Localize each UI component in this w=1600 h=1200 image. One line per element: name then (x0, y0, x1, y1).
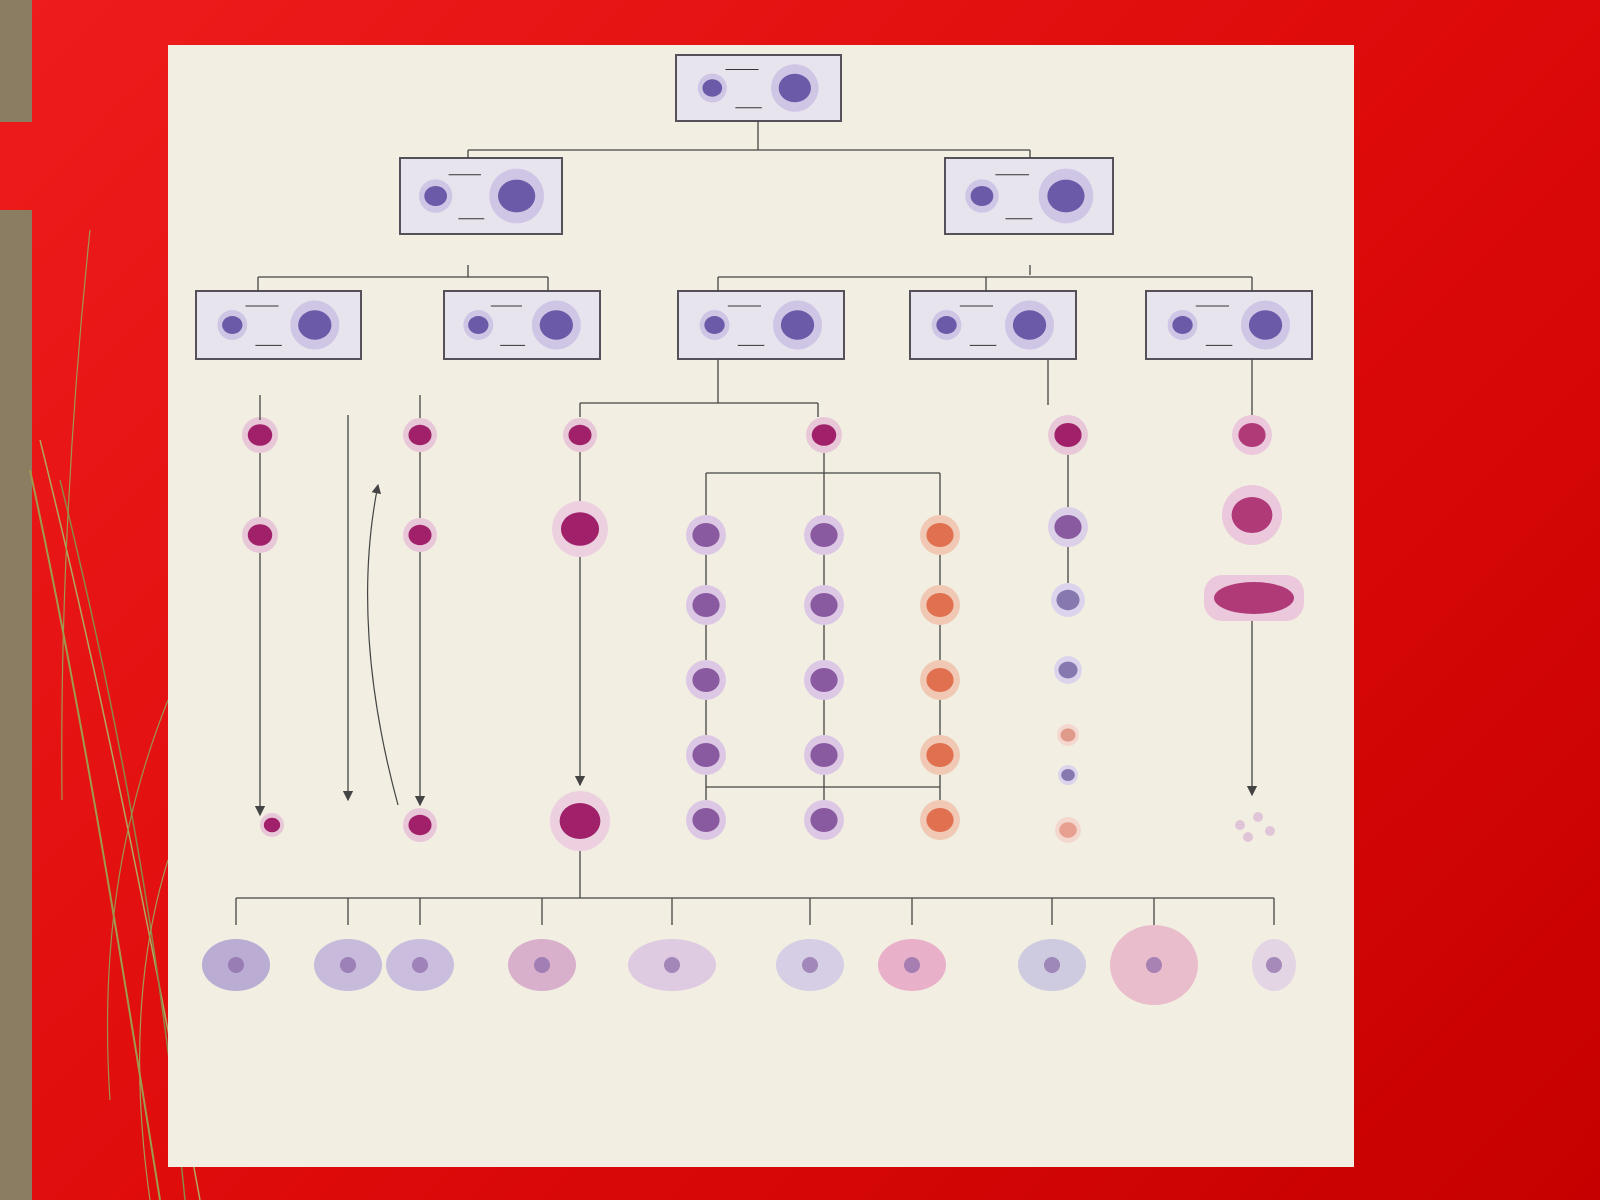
t-lymphoblast-nucleus (408, 424, 432, 446)
promegakaryocyte-nucleus (1231, 497, 1273, 533)
granulocyte-3-stage-4-nucleus (926, 743, 954, 767)
side-band-bottom (0, 210, 32, 1200)
b-lymphoblast-nucleus (247, 424, 273, 446)
granulocyte-2-stage-2-nucleus (810, 593, 838, 617)
plasmocyte-nucleus (263, 817, 281, 833)
granulocyte-3-stage-2-nucleus (926, 593, 954, 617)
recirculation-arrow (367, 483, 399, 806)
myeloid-progenitor-small-cell-nucleus (970, 185, 994, 207)
tissue-macrophage-nucleus-8 (1044, 957, 1060, 973)
granulocyte-2-stage-3-nucleus (810, 668, 838, 692)
b-prolymphocyte-nucleus (247, 524, 273, 546)
tissue-macrophage-nucleus-7 (904, 957, 920, 973)
side-band-top (0, 0, 32, 122)
erythroblast-nucleus (1054, 423, 1082, 447)
granulocyte-1-stage-3-nucleus (692, 668, 720, 692)
granulocyte-3-stage-3-nucleus (926, 668, 954, 692)
platelet-3 (1265, 826, 1275, 836)
t-prolymphocyte-nucleus (408, 524, 432, 546)
b-progenitor-large-cell-nucleus (298, 310, 332, 340)
gm-progenitor-small-cell-nucleus (704, 316, 725, 334)
tissue-macrophage-nucleus-6 (802, 957, 818, 973)
t-progenitor-large-cell-nucleus (539, 310, 573, 340)
granulocyte-1-stage-2-nucleus (692, 593, 720, 617)
tissue-macrophage-nucleus-3 (412, 957, 428, 973)
oxyphilic-normoblast-nucleus (1060, 728, 1076, 742)
tissue-macrophage-nucleus-2 (340, 957, 356, 973)
myeloid-progenitor-large-cell-nucleus (1047, 179, 1085, 213)
reticulocyte-nucleus (1061, 769, 1075, 781)
megakaryocyte-nucleus (1214, 582, 1294, 614)
tissue-macrophage-nucleus-1 (228, 957, 244, 973)
granulocyte-2-stage-1-nucleus (810, 523, 838, 547)
lymphocyte-nucleus (408, 814, 432, 836)
tissue-macrophage-nucleus-10 (1266, 957, 1282, 973)
t-progenitor-small-cell-nucleus (468, 316, 489, 334)
granulocyte-2-stage-4-nucleus (810, 743, 838, 767)
tissue-macrophage-nucleus-5 (664, 957, 680, 973)
monoblast-nucleus (568, 424, 592, 446)
granulocyte-1-stage-5-nucleus (692, 808, 720, 832)
erythroid-progenitor-large-cell-nucleus (1012, 310, 1047, 340)
erythrocyte-nucleus (1059, 822, 1077, 838)
platelet-2 (1253, 812, 1263, 822)
monocyte-nucleus (559, 803, 601, 839)
basophilic-normoblast-nucleus (1056, 589, 1080, 611)
polychromatic-normoblast-nucleus (1058, 661, 1078, 679)
granulocyte-3-stage-5-nucleus (926, 808, 954, 832)
granulocyte-3-stage-1-nucleus (926, 523, 954, 547)
tissue-macrophage-nucleus-9 (1146, 957, 1162, 973)
megakaryocyte-progenitor-small-cell-nucleus (1172, 316, 1193, 334)
lymphoid-progenitor-small-cell-nucleus (424, 185, 448, 207)
stem-cell-small-cell-nucleus (702, 79, 723, 97)
megakaryocyte-progenitor-large-cell-nucleus (1248, 310, 1283, 340)
erythroid-progenitor-small-cell-nucleus (936, 316, 957, 334)
gm-progenitor-large-cell-nucleus (780, 310, 815, 340)
proerythroblast-nucleus (1054, 515, 1082, 539)
promonocyte-nucleus (560, 512, 600, 546)
platelet-4 (1243, 832, 1253, 842)
b-progenitor-small-cell-nucleus (222, 316, 243, 334)
lymphoid-progenitor-large-cell-nucleus (498, 179, 536, 213)
platelet-1 (1235, 820, 1245, 830)
hematopoiesis-diagram (168, 45, 1354, 1167)
tissue-macrophage-nucleus-4 (534, 957, 550, 973)
granulocyte-1-stage-1-nucleus (692, 523, 720, 547)
myeloblast-nucleus (811, 424, 837, 446)
granulocyte-1-stage-4-nucleus (692, 743, 720, 767)
granulocyte-2-stage-5-nucleus (810, 808, 838, 832)
megakaryoblast-nucleus (1238, 423, 1266, 447)
diagram-graphics (195, 54, 1313, 1005)
stem-cell-large-cell-nucleus (778, 73, 811, 103)
